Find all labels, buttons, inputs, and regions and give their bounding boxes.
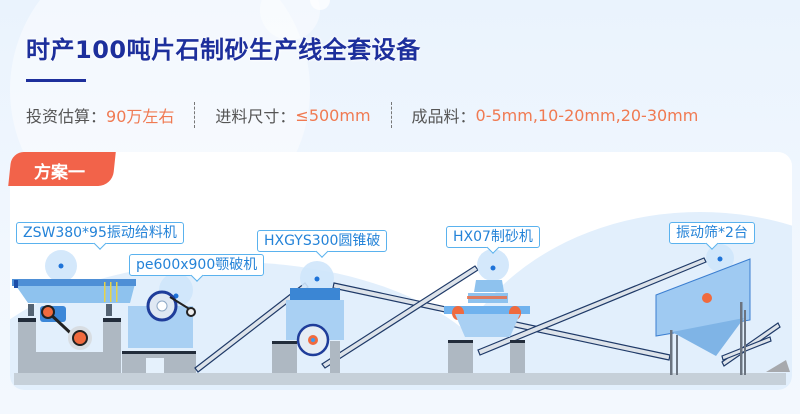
equipment-label-sand-maker: HX07制砂机 (446, 226, 540, 248)
equipment-label-jaw-crusher: pe600x900颚破机 (129, 254, 265, 276)
spec-label: 成品料： (411, 107, 476, 126)
equipment-label-vibrating-screen: 振动筛*2台 (669, 222, 755, 244)
plan-badge-label: 方案一 (34, 163, 85, 183)
spec-label: 投资估算： (26, 107, 107, 126)
spec-feed-size: 进料尺寸： ≤500mm (215, 103, 370, 127)
feeder-machine (12, 250, 136, 373)
spec-value: 0-5mm,10-20mm,20-30mm (475, 105, 699, 125)
decor-bubble (310, 0, 330, 10)
title-underline (26, 79, 86, 82)
spec-output: 成品料： 0-5mm,10-20mm,20-30mm (412, 103, 699, 127)
cone-crusher (272, 261, 344, 373)
jaw-crusher (122, 273, 196, 373)
spec-value: ≤500mm (295, 105, 371, 125)
spec-label: 进料尺寸： (215, 107, 296, 126)
divider (194, 102, 196, 128)
spec-bar: 投资估算： 90万左右 进料尺寸： ≤500mm 成品料： 0-5mm,10-2… (26, 100, 698, 130)
equipment-label-feeder: ZSW380*95振动给料机 (16, 222, 184, 244)
vibrating-screen (655, 244, 790, 375)
divider (390, 102, 392, 128)
spec-investment: 投资估算： 90万左右 (26, 103, 174, 127)
page-title: 时产100吨片石制砂生产线全套设备 (26, 36, 421, 64)
sand-making-machine (444, 249, 530, 373)
ground (14, 373, 786, 385)
spec-value: 90万左右 (106, 107, 175, 126)
equipment-label-cone-crusher: HXGYS300圆锥破 (257, 230, 388, 252)
